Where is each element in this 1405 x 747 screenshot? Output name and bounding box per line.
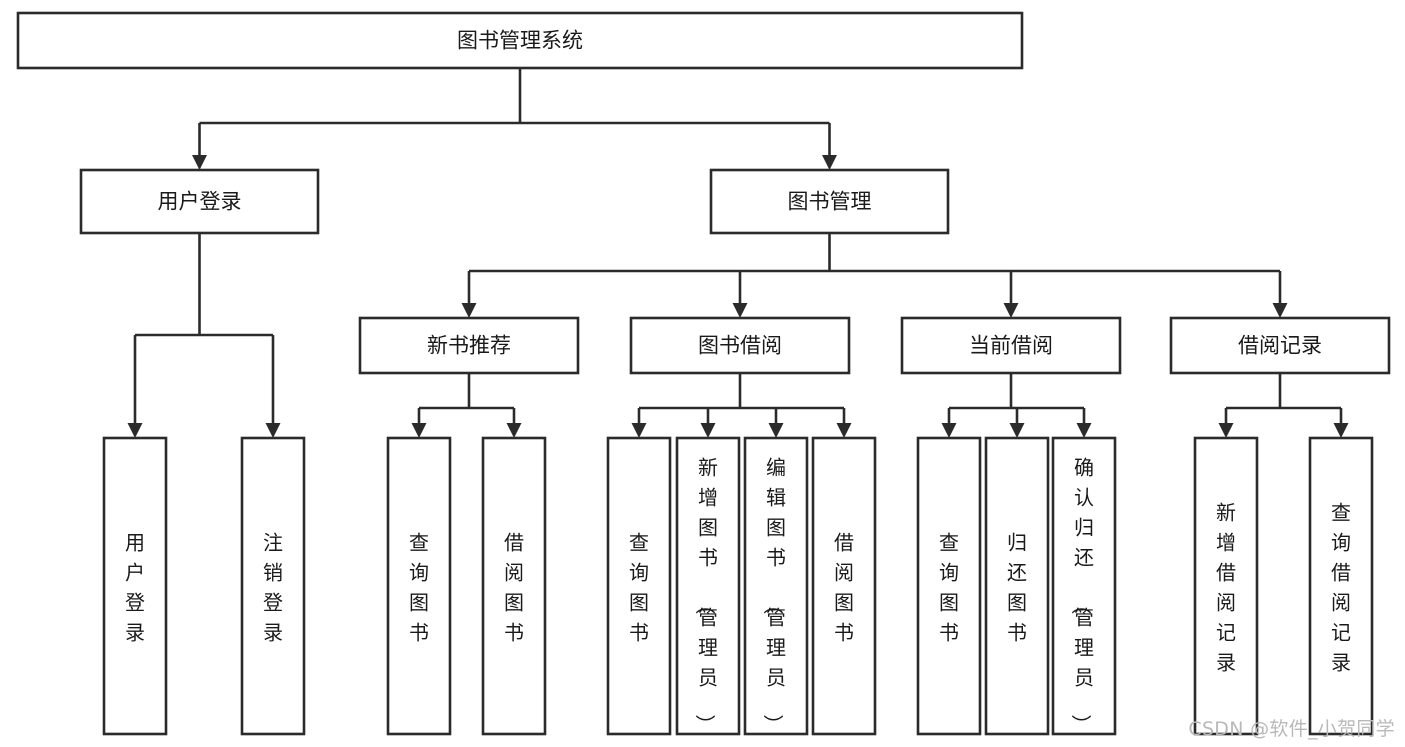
node-label-leaf-edit-book-admin: 编辑图书（管理员）: [761, 455, 786, 734]
leafgroup-book-borrow-arrow-leaf-add-book-admin-head: [700, 423, 716, 438]
node-box-leaf-edit-book-admin: [743, 436, 809, 736]
bookmgmt-to-level3-arrow-borrow-record-head: [1272, 303, 1288, 318]
node-label-leaf-query-book-1: 查询图书: [409, 530, 429, 644]
node-box-book-management: [709, 168, 950, 235]
node-label-leaf-confirm-return-admin: 确认归还（管理员）: [1069, 455, 1094, 734]
root-to-level2-arrow-user-login-head: [192, 155, 207, 170]
node-label-root: 图书管理系统: [457, 29, 583, 53]
node-leaf-user-login[interactable]: 用户登录: [102, 436, 168, 736]
bookmgmt-to-level3-arrow-new-book-recommend-head: [461, 303, 477, 318]
node-label-leaf-logout: 注销登录: [263, 530, 283, 644]
node-leaf-borrow-book-2[interactable]: 借阅图书: [811, 436, 877, 736]
node-leaf-query-borrow-record[interactable]: 查询借阅记录: [1308, 436, 1374, 736]
node-box-new-book-recommend: [358, 316, 580, 375]
node-label-current-borrow: 当前借阅: [969, 334, 1053, 358]
leafgroup-borrow-record-arrow-leaf-add-borrow-record-head: [1218, 423, 1234, 438]
node-label-leaf-borrow-book-2: 借阅图书: [834, 530, 854, 644]
leafgroup-new-book-recommend-arrow-leaf-query-book-1-head: [411, 423, 427, 438]
node-box-leaf-query-borrow-record: [1308, 436, 1374, 736]
node-book-borrow[interactable]: 图书借阅: [629, 316, 851, 375]
leafgroup-current-borrow-arrow-leaf-confirm-return-admin-head: [1076, 423, 1092, 438]
node-box-leaf-user-login: [102, 436, 168, 736]
node-label-leaf-add-borrow-record: 新增借阅记录: [1216, 500, 1236, 674]
node-leaf-edit-book-admin[interactable]: 编辑图书（管理员）: [743, 436, 809, 736]
node-label-leaf-query-book-3: 查询图书: [939, 530, 959, 644]
leafgroup-book-borrow-arrow-leaf-borrow-book-2-head: [836, 423, 852, 438]
node-label-leaf-query-borrow-record: 查询借阅记录: [1331, 500, 1351, 674]
node-user-login[interactable]: 用户登录: [79, 168, 320, 235]
node-box-leaf-borrow-book-2: [811, 436, 877, 736]
node-root[interactable]: 图书管理系统: [16, 11, 1024, 70]
node-label-leaf-query-book-2: 查询图书: [629, 530, 649, 644]
node-leaf-logout[interactable]: 注销登录: [240, 436, 306, 736]
node-current-borrow[interactable]: 当前借阅: [900, 316, 1122, 375]
node-label-new-book-recommend: 新书推荐: [427, 334, 511, 358]
node-label-leaf-add-book-admin: 新增图书（管理员）: [693, 455, 718, 734]
node-leaf-query-book-1[interactable]: 查询图书: [386, 436, 452, 736]
node-box-leaf-confirm-return-admin: [1051, 436, 1117, 736]
node-leaf-add-borrow-record[interactable]: 新增借阅记录: [1193, 436, 1259, 736]
node-box-leaf-logout: [240, 436, 306, 736]
leafgroup-borrow-record-arrow-leaf-query-borrow-record-head: [1333, 423, 1349, 438]
node-layer: 图书管理系统用户登录图书管理新书推荐图书借阅当前借阅借阅记录用户登录注销登录查询…: [16, 11, 1391, 736]
node-leaf-add-book-admin[interactable]: 新增图书（管理员）: [675, 436, 741, 736]
node-borrow-record[interactable]: 借阅记录: [1169, 316, 1391, 375]
leafgroup-current-borrow-arrow-leaf-query-book-3-head: [941, 423, 957, 438]
node-leaf-return-book[interactable]: 归还图书: [984, 436, 1050, 736]
node-label-user-login: 用户登录: [158, 190, 242, 214]
leafgroup-new-book-recommend-arrow-leaf-borrow-book-1-head: [506, 423, 522, 438]
connector-layer: [127, 68, 1349, 438]
leafgroup-book-borrow-arrow-leaf-query-book-2-head: [631, 423, 647, 438]
leafgroup-user-login-arrow-leaf-user-login-head: [127, 423, 143, 438]
node-box-leaf-add-borrow-record: [1193, 436, 1259, 736]
node-book-management[interactable]: 图书管理: [709, 168, 950, 235]
node-box-borrow-record: [1169, 316, 1391, 375]
node-leaf-query-book-3[interactable]: 查询图书: [916, 436, 982, 736]
node-box-leaf-return-book: [984, 436, 1050, 736]
node-label-book-borrow: 图书借阅: [698, 334, 782, 358]
node-leaf-borrow-book-1[interactable]: 借阅图书: [481, 436, 547, 736]
node-box-leaf-query-book-3: [916, 436, 982, 736]
node-leaf-confirm-return-admin[interactable]: 确认归还（管理员）: [1051, 436, 1117, 736]
node-new-book-recommend[interactable]: 新书推荐: [358, 316, 580, 375]
node-leaf-query-book-2[interactable]: 查询图书: [606, 436, 672, 736]
node-box-leaf-add-book-admin: [675, 436, 741, 736]
bookmgmt-to-level3-arrow-book-borrow-head: [732, 303, 748, 318]
bookmgmt-to-level3-arrow-current-borrow-head: [1003, 303, 1019, 318]
node-box-user-login: [79, 168, 320, 235]
node-box-leaf-borrow-book-1: [481, 436, 547, 736]
root-to-level2-arrow-book-management-head: [822, 155, 837, 170]
node-label-leaf-borrow-book-1: 借阅图书: [504, 530, 524, 644]
node-box-root: [16, 11, 1024, 70]
node-label-leaf-user-login: 用户登录: [125, 530, 145, 644]
node-box-leaf-query-book-1: [386, 436, 452, 736]
node-box-book-borrow: [629, 316, 851, 375]
leafgroup-book-borrow-arrow-leaf-edit-book-admin-head: [768, 423, 784, 438]
node-box-leaf-query-book-2: [606, 436, 672, 736]
node-box-current-borrow: [900, 316, 1122, 375]
leafgroup-current-borrow-arrow-leaf-return-book-head: [1009, 423, 1025, 438]
node-label-borrow-record: 借阅记录: [1238, 334, 1322, 358]
leafgroup-user-login-arrow-leaf-logout-head: [265, 423, 281, 438]
node-label-leaf-return-book: 归还图书: [1007, 530, 1027, 644]
node-label-book-management: 图书管理: [788, 190, 872, 214]
